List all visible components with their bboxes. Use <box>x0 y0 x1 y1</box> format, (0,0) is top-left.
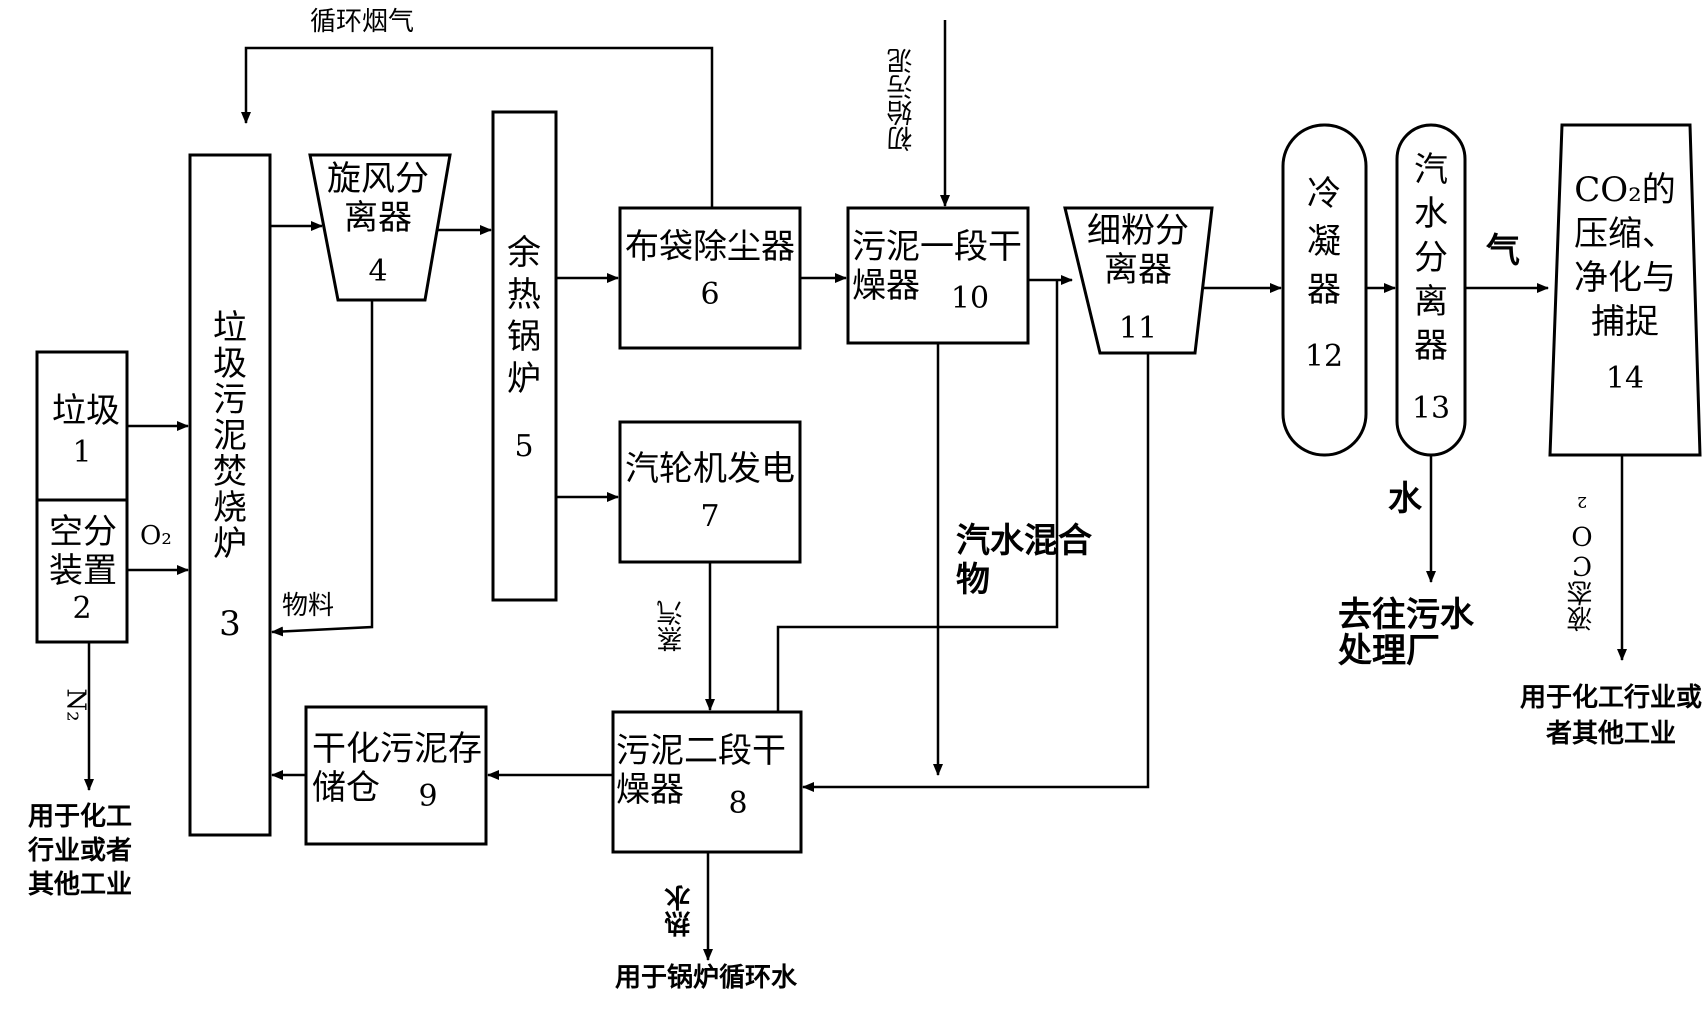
separator-label: 汽 水 分 离 器 <box>1414 150 1448 366</box>
garbage-number: 1 <box>72 435 92 470</box>
n2-use-label: 用于化工 行业或者 其他工业 <box>28 802 133 900</box>
material-return-line <box>271 300 374 637</box>
raw-sludge-label: 初始污泥 <box>887 48 917 152</box>
waste-heat-boiler-label: 余 热 锅 炉 <box>507 233 541 399</box>
steam-label: 蒸汽 <box>657 600 687 652</box>
steam-water-mix-line <box>776 280 1059 712</box>
dryer1-number: 10 <box>950 281 990 316</box>
boiler-water-label: 用于锅炉循环水 <box>615 963 798 993</box>
fine-separator-number: 11 <box>1118 311 1158 346</box>
cyclone-label: 旋风分 离器 <box>327 159 429 239</box>
condenser-number: 12 <box>1304 339 1344 374</box>
condenser-label: 冷 凝 器 <box>1307 174 1341 310</box>
turbine-number: 7 <box>700 499 720 534</box>
co2-use-label: 用于化工行业或 者其他工业 <box>1520 683 1703 749</box>
bag-filter-label: 布袋除尘器 <box>625 227 795 267</box>
co2-unit-number: 14 <box>1605 361 1645 396</box>
liquid-co2-label: 液态CO₂ <box>1567 490 1597 632</box>
waste-heat-boiler-box <box>491 110 558 602</box>
cyclone-shape <box>308 153 452 302</box>
hot-water-label: 热水 <box>665 885 695 937</box>
waste-heat-boiler-number: 5 <box>514 429 534 464</box>
fine-separator-label: 细粉分 离器 <box>1087 211 1189 291</box>
storage-label: 干化污泥存 储仓 <box>312 729 482 809</box>
storage-number: 9 <box>418 779 438 814</box>
gas-label: 气 <box>1486 231 1520 271</box>
dryer2-number: 8 <box>728 786 748 821</box>
o2-label: O₂ <box>140 521 172 551</box>
incinerator-box <box>188 153 272 837</box>
n2-label: N₂ <box>60 688 91 722</box>
condenser-shape <box>1281 123 1368 457</box>
dryer2-label: 污泥二段干 燥器 <box>616 731 786 811</box>
co2-unit-shape <box>1548 123 1702 457</box>
recycle-flue-gas-label: 循环烟气 <box>310 7 415 37</box>
material-label: 物料 <box>282 591 335 621</box>
turbine-box <box>618 420 802 564</box>
turbine-label: 汽轮机发电 <box>625 449 795 489</box>
air-separation-label: 空分 装置 <box>49 512 117 592</box>
dryer1-label: 污泥一段干 燥器 <box>852 227 1022 307</box>
recycle-flue-gas-line <box>241 46 714 208</box>
water-label: 水 <box>1388 479 1422 519</box>
fine-separator-down-line <box>802 353 1150 792</box>
cyclone-number: 4 <box>368 254 388 289</box>
separator-number: 13 <box>1411 391 1451 426</box>
garbage-label: 垃圾 <box>52 391 120 431</box>
incinerator-number: 3 <box>219 604 241 644</box>
fine-separator-shape <box>1063 206 1214 355</box>
co2-unit-label: CO₂的 压缩、 净化与 捕捉 <box>1574 170 1676 342</box>
wastewater-plant-label: 去往污水 处理厂 <box>1338 595 1474 671</box>
bag-filter-number: 6 <box>700 277 720 312</box>
incinerator-label: 垃 圾 污 泥 焚 烧 炉 <box>213 308 247 564</box>
air-separation-number: 2 <box>72 591 92 626</box>
steam-water-mix-label: 汽水混合 物 <box>956 521 1092 601</box>
